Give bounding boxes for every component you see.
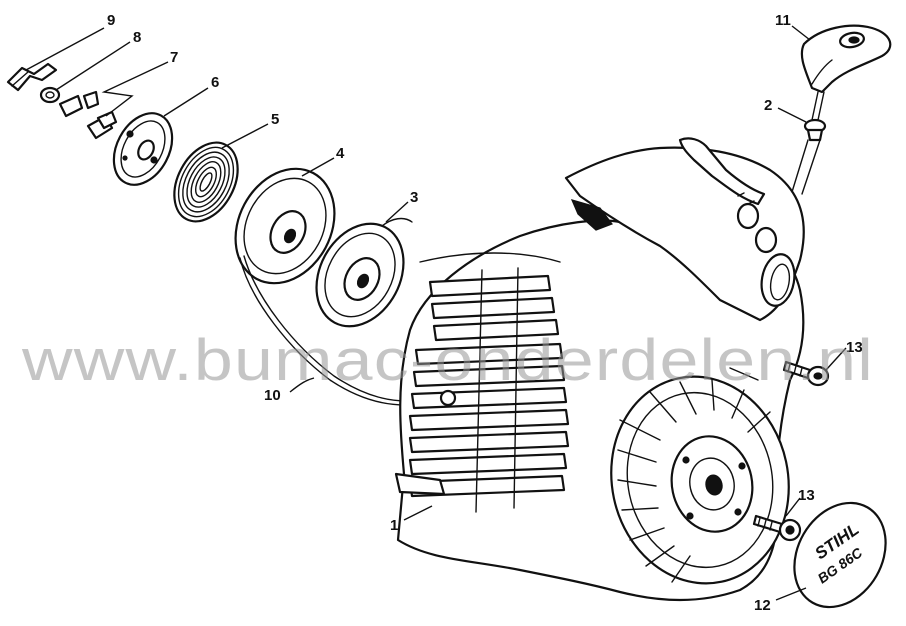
callout-7: 7 bbox=[170, 49, 178, 66]
housing-grille-vents bbox=[408, 252, 570, 513]
part-9-clip bbox=[6, 62, 58, 92]
part-13-screw-lower bbox=[752, 514, 802, 542]
part-3-rope-rotor-assembly bbox=[315, 217, 413, 328]
part-2-rope-sleeve bbox=[791, 91, 827, 195]
callout-1: 1 bbox=[390, 517, 398, 534]
callout-12: 12 bbox=[754, 597, 771, 614]
part-12-emblem-cover: STIHL BG 86C bbox=[793, 501, 887, 609]
part-10-starter-rope bbox=[239, 255, 423, 406]
watermark-text: www.bumac-onderdelen.nl bbox=[21, 328, 874, 393]
callout-leaders bbox=[25, 25, 847, 601]
callout-8: 8 bbox=[133, 29, 141, 46]
callout-6: 6 bbox=[211, 74, 219, 91]
part-1-fan-housing bbox=[394, 137, 805, 602]
part-5-rewind-spring bbox=[173, 141, 239, 223]
part-13-screw-upper bbox=[782, 360, 830, 387]
callout-9: 9 bbox=[107, 12, 115, 29]
callout-4: 4 bbox=[336, 145, 345, 162]
callout-11: 11 bbox=[775, 12, 791, 29]
part-7-pawls bbox=[58, 90, 118, 140]
part-8-washer bbox=[39, 86, 61, 104]
part-6-rope-rotor bbox=[112, 112, 174, 186]
part-11-starter-grip bbox=[800, 24, 892, 94]
callout-2: 2 bbox=[764, 97, 772, 114]
callout-10: 10 bbox=[264, 387, 281, 404]
callout-13-lower: 13 bbox=[798, 487, 815, 504]
part-4-spring-housing bbox=[234, 167, 336, 285]
callout-labels: 9 8 7 6 5 4 3 10 11 2 13 13 1 12 bbox=[107, 12, 863, 614]
callout-13-upper: 13 bbox=[846, 339, 863, 356]
callout-5: 5 bbox=[271, 111, 279, 128]
housing-fan-grille bbox=[610, 375, 790, 585]
callout-3: 3 bbox=[410, 189, 418, 206]
